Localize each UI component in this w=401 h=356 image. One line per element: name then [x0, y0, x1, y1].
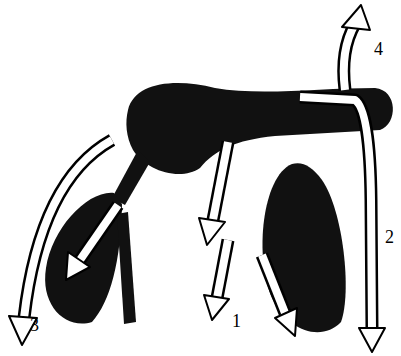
- duct-shape: [112, 150, 150, 205]
- arrowheads: [9, 5, 385, 352]
- callout-number: 3: [30, 316, 39, 334]
- callout-number: 1: [232, 312, 241, 330]
- strip-shape: [117, 212, 136, 324]
- callout-number: 4: [374, 40, 383, 58]
- callout-number: 2: [385, 228, 394, 246]
- kidney-shape: [262, 163, 345, 332]
